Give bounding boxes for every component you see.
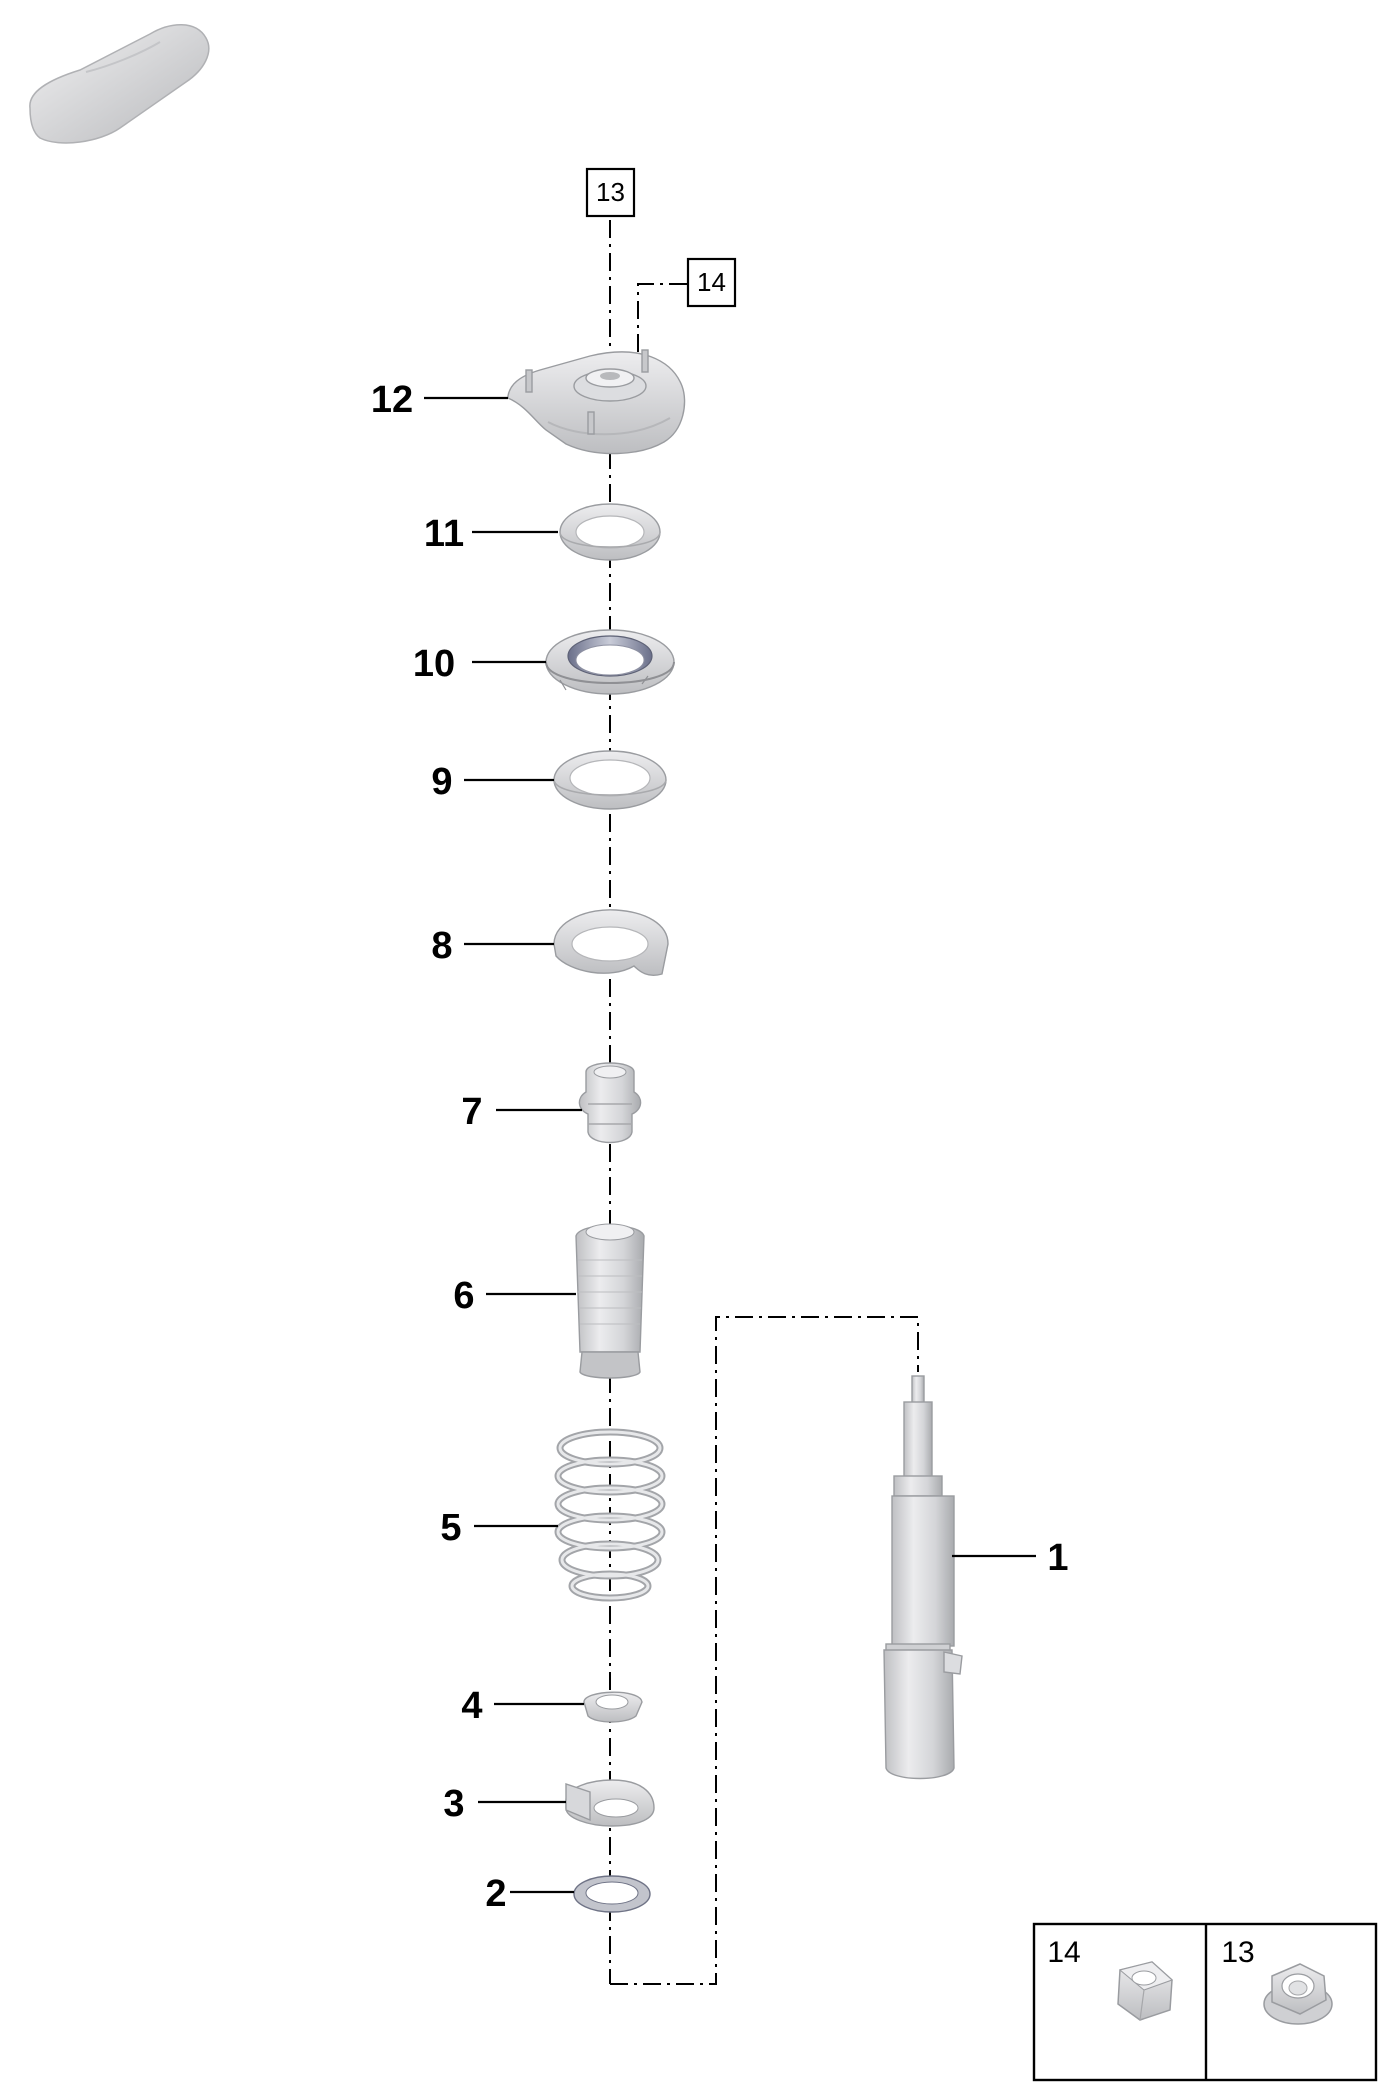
strut-mount — [507, 349, 686, 455]
ring-disc — [553, 750, 667, 810]
car-silhouette-icon — [29, 24, 210, 144]
spacer-ring — [559, 503, 661, 561]
lower-spring-pad — [583, 1691, 643, 1723]
reference-14-label: 14 — [697, 267, 726, 297]
part-number-2: 2 — [485, 1873, 506, 1915]
part-number-7: 7 — [461, 1091, 482, 1133]
fastener-legend: 14 13 — [1032, 1922, 1378, 2082]
assembly-axis — [609, 220, 919, 1985]
part-number-8: 8 — [431, 925, 452, 967]
coil-spring-highlight — [556, 1430, 664, 1600]
part-number-9: 9 — [431, 761, 452, 803]
part-number-3: 3 — [443, 1783, 464, 1825]
hex-nut-icon — [1117, 1961, 1173, 2021]
part-number-11: 11 — [424, 513, 464, 555]
upper-spring-pad — [553, 909, 669, 976]
part-numbers: 1 2 3 4 5 6 7 8 9 10 11 12 — [371, 379, 1069, 1915]
legend-14-label: 14 — [1047, 1936, 1080, 1969]
reference-13: 13 — [585, 167, 636, 218]
leader-lines — [424, 396, 1036, 1894]
bearing — [545, 629, 675, 695]
part-number-12: 12 — [371, 379, 413, 421]
bump-stop — [578, 1062, 642, 1144]
part-number-5: 5 — [440, 1507, 461, 1549]
spring-seat — [565, 1779, 655, 1827]
legend-13-label: 13 — [1221, 1936, 1254, 1969]
part-number-10: 10 — [413, 643, 455, 685]
shock-absorber — [883, 1375, 963, 1780]
part-number-6: 6 — [453, 1275, 474, 1317]
protective-boot — [575, 1223, 645, 1379]
part-number-1: 1 — [1047, 1537, 1068, 1579]
washer — [573, 1875, 651, 1913]
part-number-4: 4 — [461, 1685, 482, 1727]
reference-14: 14 — [686, 257, 737, 308]
flange-nut-icon — [1263, 1963, 1333, 2025]
reference-13-label: 13 — [596, 177, 625, 207]
